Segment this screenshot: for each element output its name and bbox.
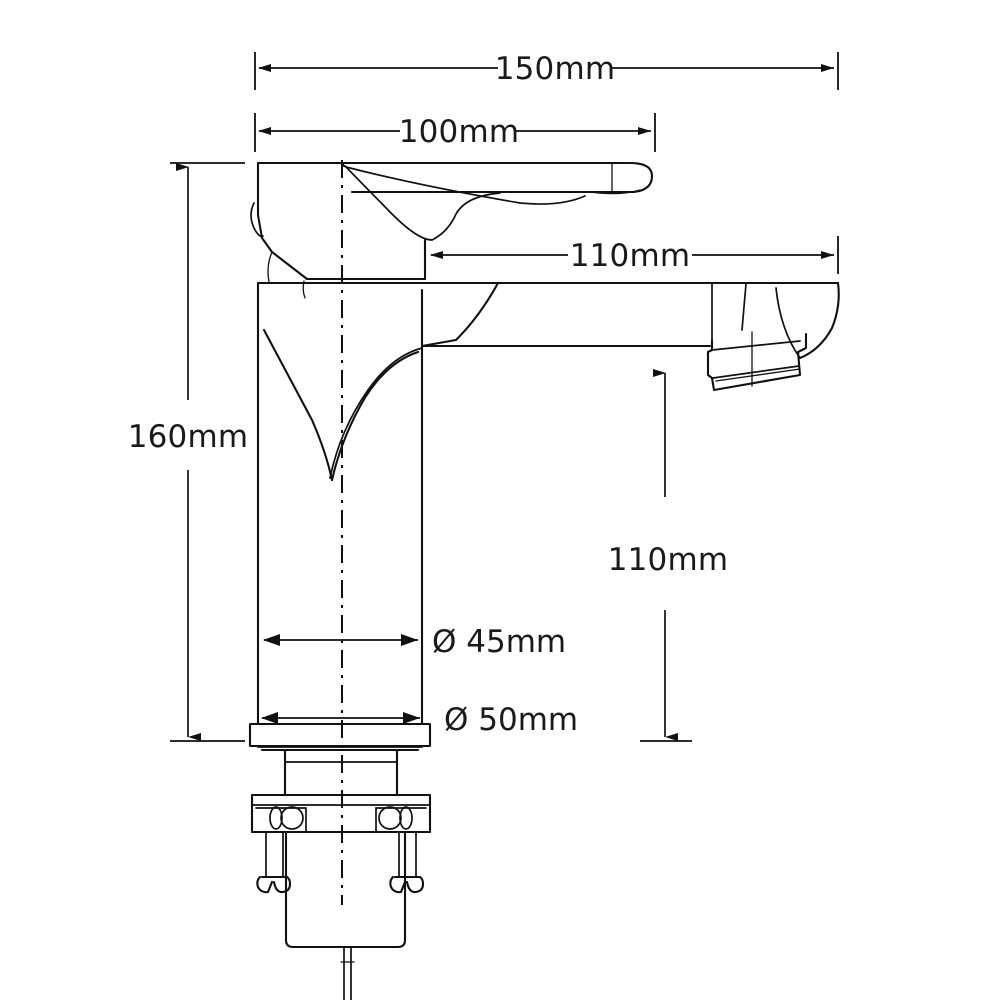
dimension-spout-reach: 110mm (430, 236, 839, 274)
aerator (706, 331, 808, 392)
supply-pipe (340, 946, 355, 1000)
dimension-base-diameter: Ø 50mm (261, 702, 578, 738)
lever-handle (341, 161, 654, 241)
dimension-label-body-diameter: Ø 45mm (432, 624, 566, 660)
dimension-overall-height: 160mm (128, 162, 249, 742)
dimension-label-base-diameter: Ø 50mm (444, 702, 578, 738)
handle-body (250, 161, 427, 299)
base-flange (248, 722, 432, 752)
dimension-label-spout-height: 110mm (608, 542, 729, 578)
dimension-label-overall-height: 160mm (128, 419, 249, 455)
spout (256, 281, 840, 630)
dimension-label-overall-width: 150mm (495, 51, 616, 87)
dimension-handle-reach: 100mm (254, 113, 656, 152)
faucet-product-outline (248, 160, 840, 1000)
dimension-label-handle-reach: 100mm (399, 114, 520, 150)
mounting-bolts (256, 831, 425, 894)
dimension-body-diameter: Ø 45mm (263, 624, 566, 660)
dimension-overall-width: 150mm (254, 51, 839, 90)
dimension-label-spout-reach: 110mm (570, 238, 691, 274)
dimension-spout-height: 110mm (608, 369, 729, 742)
valve-body (284, 830, 407, 949)
column-body (256, 288, 424, 726)
